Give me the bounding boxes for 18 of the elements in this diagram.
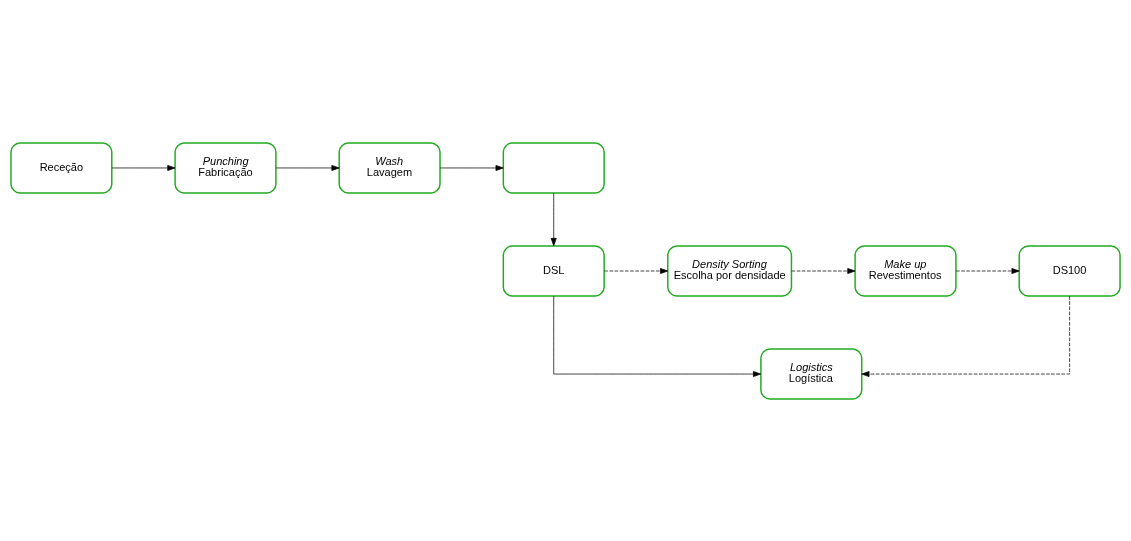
arrow	[553, 295, 762, 377]
arrow	[791, 267, 856, 274]
arrow	[111, 164, 176, 171]
arrow	[550, 192, 557, 246]
arrow	[861, 295, 1070, 377]
node-box: DS100	[1018, 244, 1121, 297]
arrow	[439, 164, 504, 171]
node-box: Receção	[10, 141, 113, 194]
arrow	[275, 164, 340, 171]
node-box: Punching Fabricação	[174, 141, 277, 194]
node-box: DSL	[502, 244, 605, 297]
arrow	[604, 267, 669, 274]
arrow	[955, 267, 1020, 274]
node-box	[502, 141, 605, 194]
node-box: Logistics Logística	[760, 347, 863, 400]
node-box: Make up Revestimentos	[854, 244, 957, 297]
node-box: Density Sorting Escolha por densidade	[667, 244, 793, 297]
node-box: Wash Lavagem	[338, 141, 441, 194]
